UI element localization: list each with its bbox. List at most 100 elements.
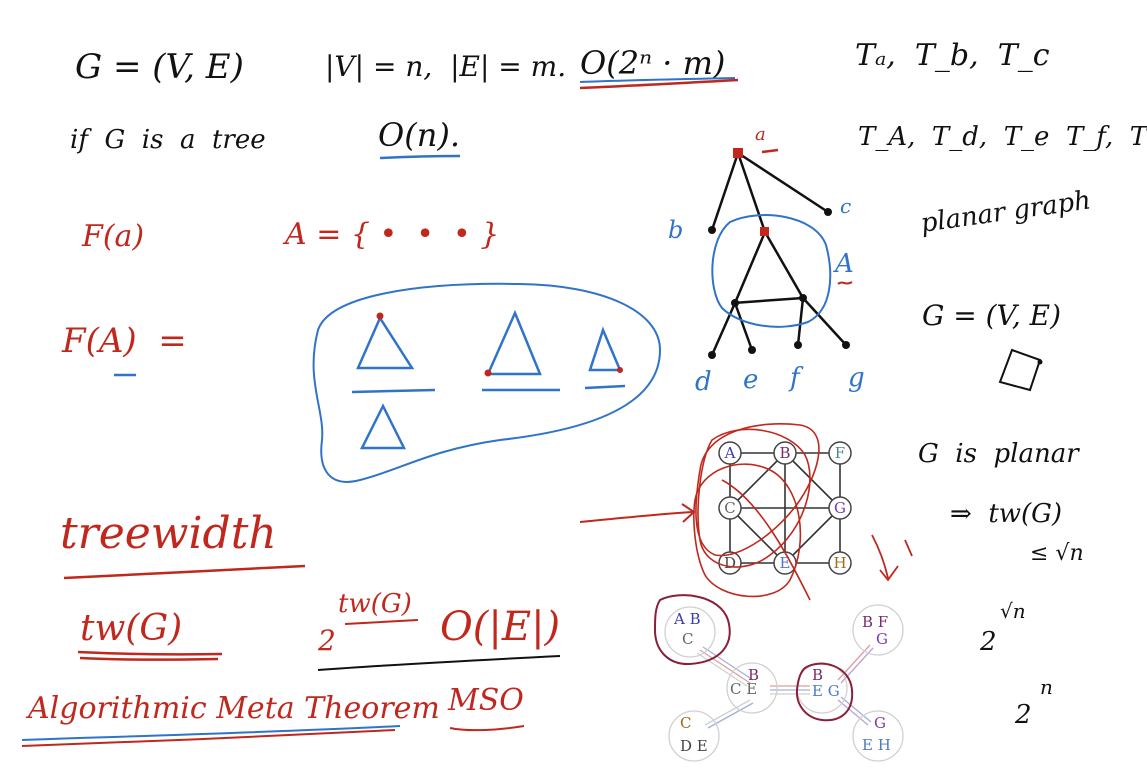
- red-mark-top-1: [376, 312, 384, 320]
- node-junction-right: [799, 294, 807, 302]
- bag-1-bottom: C: [682, 630, 693, 648]
- root-mark: [761, 148, 779, 154]
- node-e: [748, 346, 756, 354]
- bag-3-bottom: C E: [730, 680, 757, 698]
- configuration-blob: [312, 282, 662, 483]
- meta-underline-blue: [21, 725, 401, 741]
- bag-ABC-red-circle: [653, 594, 731, 666]
- planar-graph-definition: G = (V, E): [922, 299, 1061, 332]
- runtime-exponent: tw(G): [338, 589, 412, 619]
- triangle-marks: [376, 312, 623, 377]
- subtrees-row-2: T_A, T_d, T_e T_f, T_g: [858, 122, 1147, 152]
- runtime-underline: [317, 655, 561, 671]
- bag-5-top: C: [680, 714, 691, 732]
- subtree-triangles: [351, 309, 626, 450]
- bag-2-top: B F: [862, 613, 888, 631]
- bag-BFG: [852, 604, 904, 656]
- tree-label-g: g: [848, 363, 865, 393]
- runtime-base: 2: [317, 624, 336, 657]
- grid-node-A: [718, 441, 742, 465]
- tree-label-a: a: [755, 124, 766, 145]
- bag-4-top: B: [812, 666, 823, 684]
- arrow-to-grid: [579, 503, 696, 523]
- grid-label-H: H: [833, 554, 846, 572]
- tree-label-c: c: [840, 194, 851, 218]
- tw-of-G: tw(G): [80, 608, 182, 649]
- treewidth-heading: treewidth: [60, 508, 277, 559]
- arrow-down-to-decomposition: [871, 534, 913, 582]
- bag-3-top: B: [748, 666, 759, 684]
- triangle-3: [588, 326, 622, 372]
- planar-graph-label: planar graph: [919, 185, 1093, 239]
- subtree-A-outline: [711, 214, 832, 328]
- tree-decomposition: A B C B F G B C E B E G C D E G E H: [653, 594, 904, 762]
- node-b: [708, 226, 716, 234]
- bag-ABC: [664, 606, 716, 658]
- bag-EGH: [852, 710, 904, 762]
- bag-6-bottom: E H: [862, 736, 891, 754]
- tree-label-e: e: [743, 365, 758, 395]
- grid-label-E: E: [780, 554, 791, 572]
- tree-runtime-underline: [379, 154, 461, 160]
- red-mark-corner-3: [617, 367, 623, 373]
- tree-label-f: f: [788, 363, 804, 393]
- mso-label: MSO: [447, 683, 524, 718]
- A-mark: [837, 281, 853, 285]
- node-junction-left: [731, 299, 739, 307]
- tree-label-b: b: [668, 216, 683, 244]
- bag-5-bottom: D E: [680, 737, 708, 755]
- exp-runtime-base: 2: [1014, 700, 1032, 730]
- bag-CDE: [668, 710, 720, 762]
- graph-definition: G = (V, E): [75, 47, 244, 87]
- grid-label-C: C: [724, 499, 735, 517]
- meta-theorem: Algorithmic Meta Theorem: [25, 691, 440, 726]
- grid-label-G: G: [834, 499, 846, 517]
- grid-node-H: [828, 551, 852, 575]
- node-g: [842, 341, 850, 349]
- set-A-definition: A = { • • • }: [282, 217, 499, 252]
- grid-node-B: [773, 441, 797, 465]
- sqrt-bound: ≤ √n: [1030, 541, 1084, 566]
- bag-BCE: [726, 662, 778, 714]
- grid-label-D: D: [724, 554, 736, 572]
- grid-label-F: F: [835, 444, 845, 462]
- rooted-tree: a b c A d e f g: [668, 124, 865, 397]
- tree-nodes: [708, 208, 850, 359]
- node-a-root: [733, 148, 743, 158]
- tree-label-d: d: [695, 367, 712, 397]
- triangle-4: [359, 403, 407, 450]
- sqrt-runtime-base: 2: [979, 627, 997, 657]
- tree-edges: [710, 151, 847, 356]
- grid-node-G: [828, 496, 852, 520]
- red-mark-corner-2: [484, 369, 492, 377]
- brute-force-runtime: O(2ⁿ · m): [580, 44, 725, 82]
- tw-underline-1: [77, 650, 223, 656]
- grid-node-C: [718, 496, 742, 520]
- bag-6-top: G: [874, 714, 886, 732]
- mso-underline: [449, 725, 525, 732]
- triangle-1: [356, 315, 415, 370]
- exponent-underline: [344, 619, 419, 625]
- grid-edges: [729, 452, 841, 564]
- grid-red-scribbles: [693, 423, 820, 601]
- underline-tri-3: [584, 384, 626, 390]
- brute-force-underline-red: [579, 78, 739, 90]
- runtime-edges: O(|E|): [440, 604, 560, 650]
- tree-case-runtime: O(n).: [378, 116, 460, 154]
- exp-runtime-exponent: n: [1040, 675, 1053, 699]
- size-definition: |V| = n, |E| = m.: [325, 50, 566, 83]
- grid-graph: A B F C G D E H: [693, 423, 913, 601]
- bag-1-top: A B: [673, 610, 701, 628]
- treewidth-underline: [63, 564, 306, 580]
- grid-node-circles: [718, 441, 852, 575]
- node-c: [824, 208, 832, 216]
- bag-BEG-red-circle: [795, 662, 854, 722]
- planar-statement: G is planar: [918, 439, 1080, 469]
- node-f: [794, 341, 802, 349]
- meta-underline-red: [21, 729, 396, 747]
- node-d: [708, 351, 716, 359]
- tw-implication: ⇒ tw(G): [950, 499, 1062, 529]
- f-small-a: F(a): [81, 219, 144, 254]
- f-big-A: F(A) =: [61, 321, 187, 361]
